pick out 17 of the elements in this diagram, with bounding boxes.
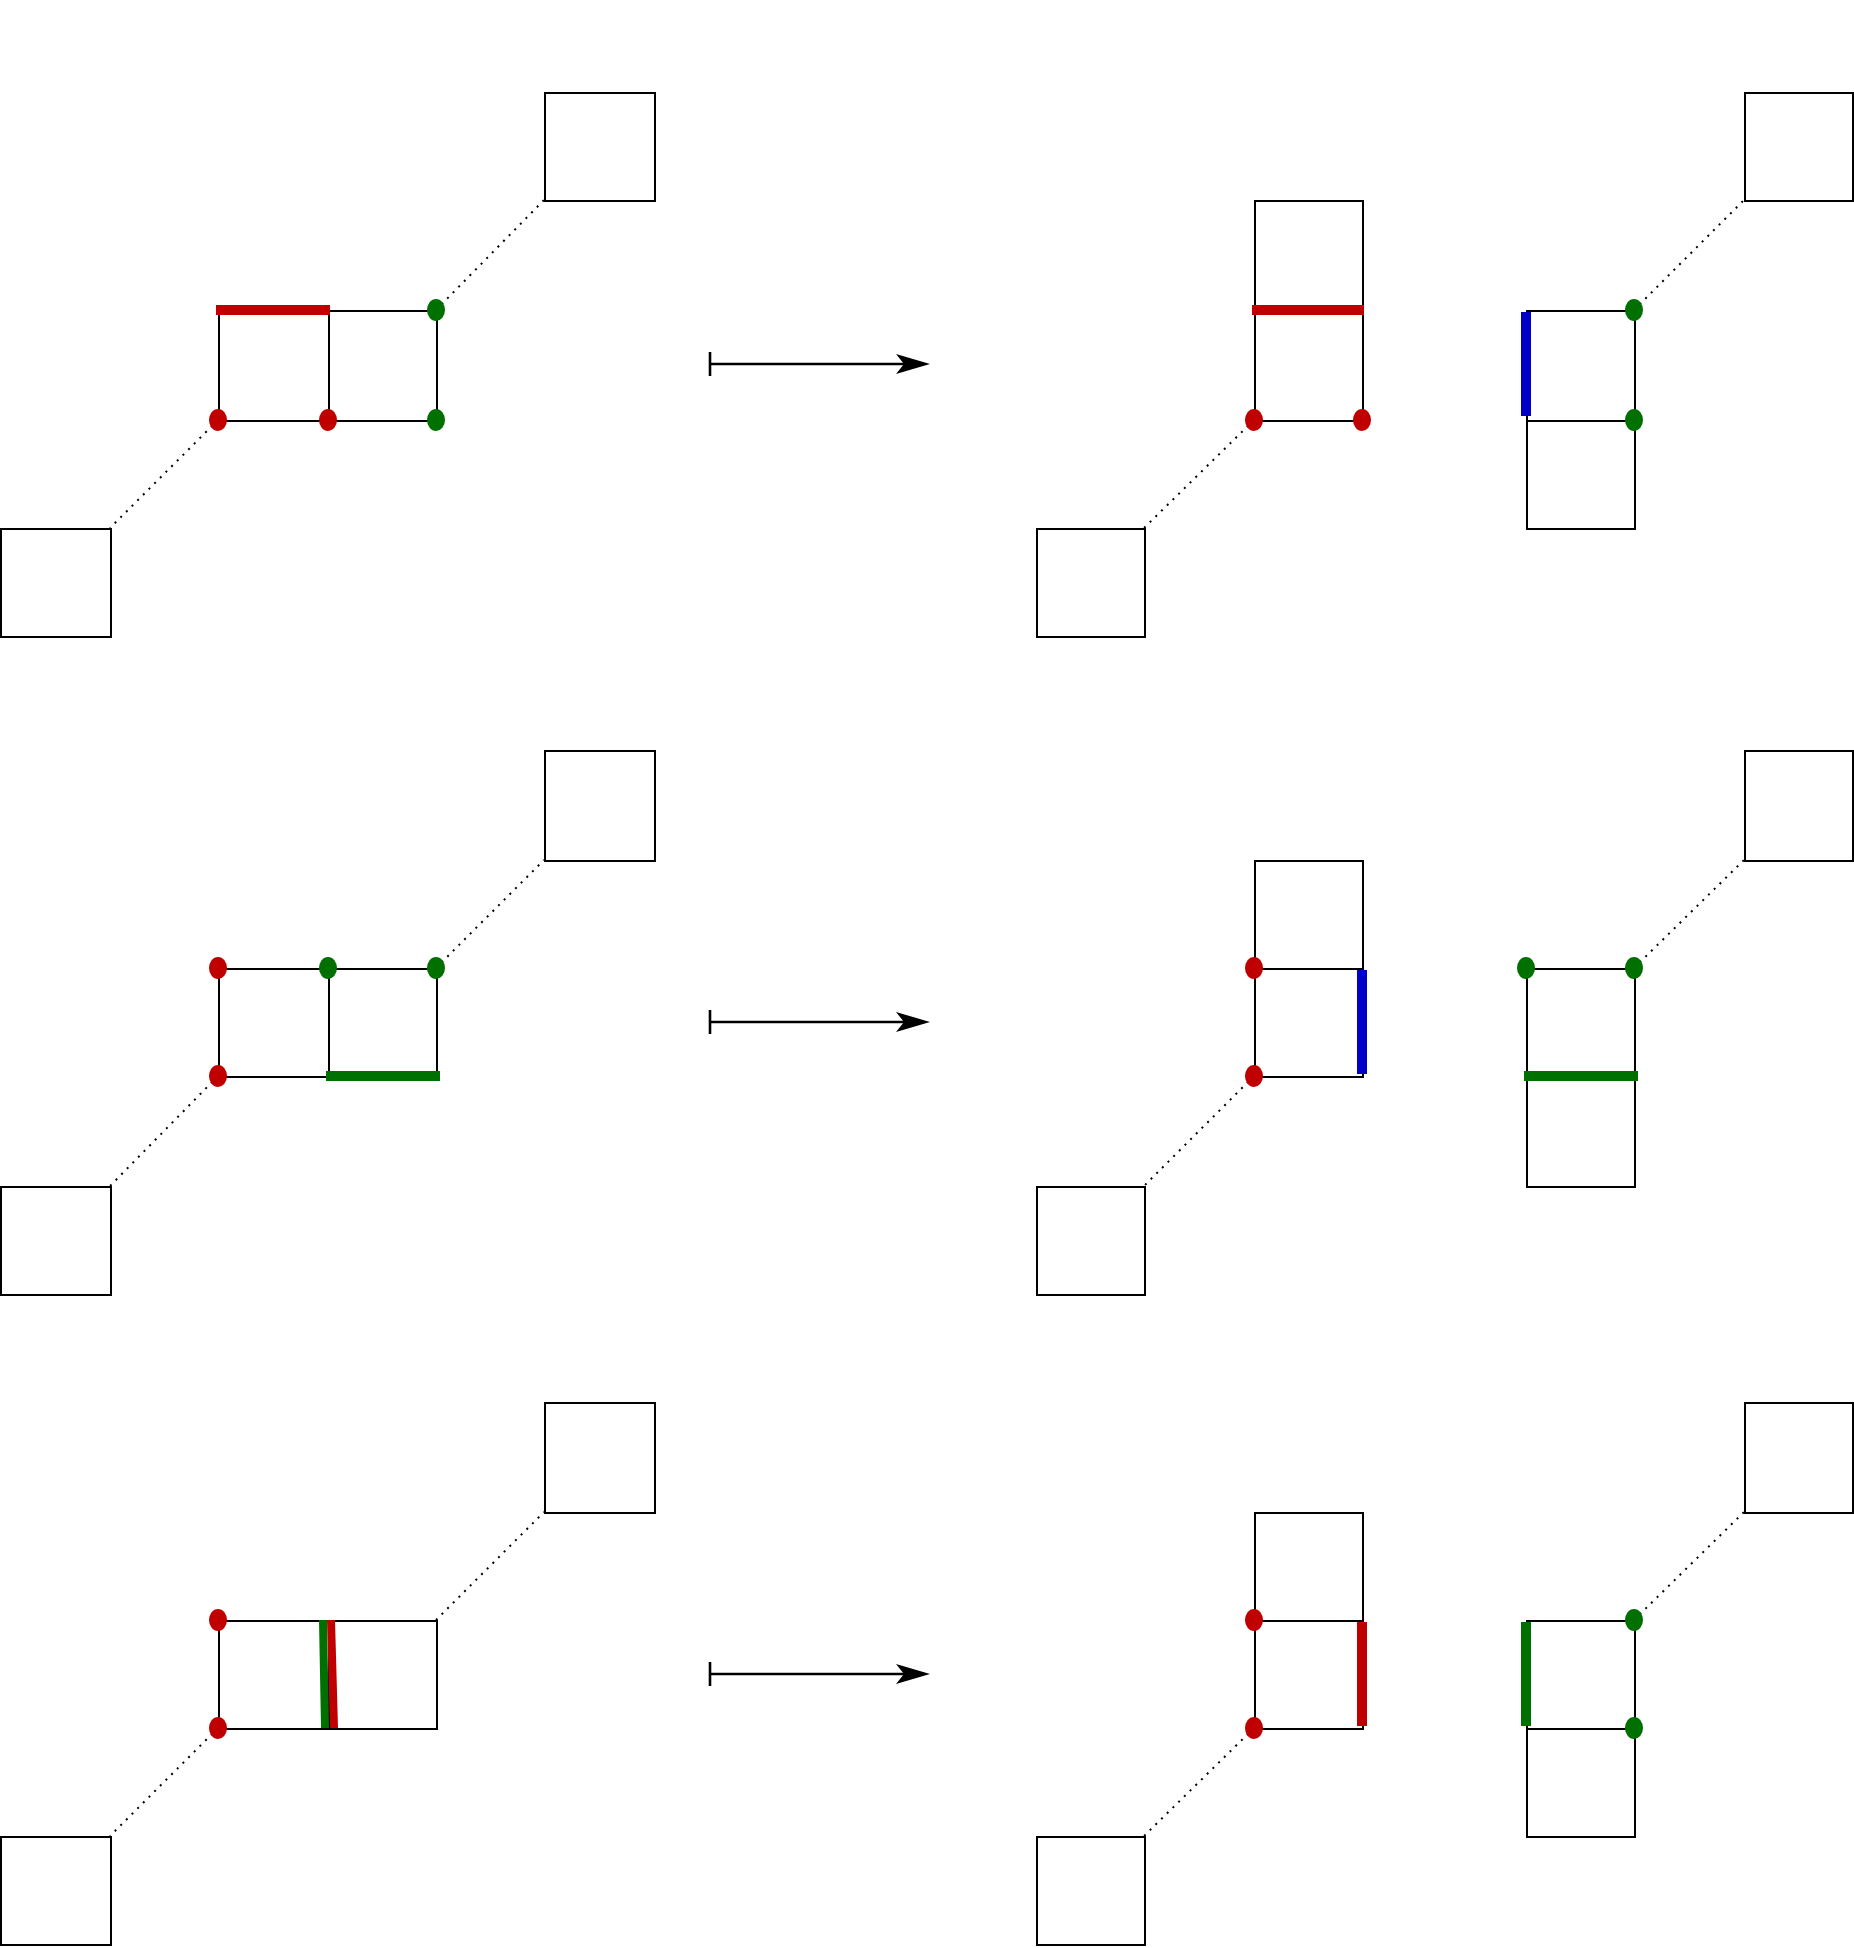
square-box <box>0 528 112 638</box>
square-box <box>328 1620 438 1730</box>
dotted-connector <box>435 1511 545 1621</box>
square-box <box>1036 1186 1146 1296</box>
square-box <box>0 1836 112 1946</box>
square-box <box>1036 1836 1146 1946</box>
square-box <box>1036 528 1146 638</box>
square-box <box>1744 1402 1854 1514</box>
square-box <box>1526 420 1636 530</box>
square-box <box>544 1402 656 1514</box>
square-box <box>1744 750 1854 862</box>
square-box <box>1744 92 1854 202</box>
square-box <box>1526 1076 1636 1188</box>
square-box <box>0 1186 112 1296</box>
square-box <box>1526 1728 1636 1838</box>
square-box <box>544 92 656 202</box>
square-box <box>544 750 656 862</box>
